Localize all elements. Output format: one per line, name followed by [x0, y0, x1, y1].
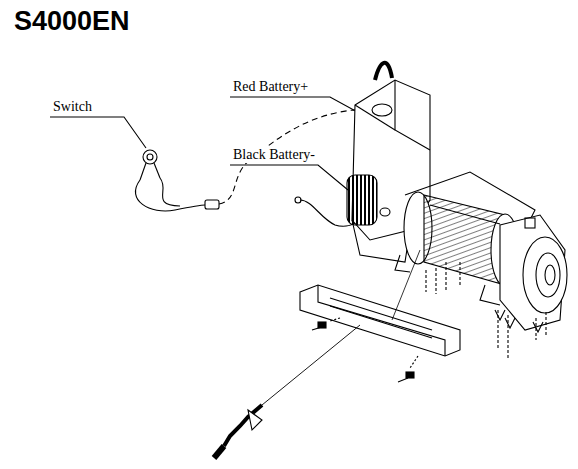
leader-lines — [50, 97, 372, 190]
diagram-title: S4000EN — [14, 6, 130, 37]
roller-fairlead — [300, 285, 460, 382]
cable-hook — [214, 250, 420, 458]
part-label: Switch — [52, 99, 93, 115]
gearbox — [500, 215, 567, 330]
part-label: Black Battery- — [232, 147, 316, 163]
switch-remote — [135, 110, 378, 211]
part-label: Red Battery+ — [232, 79, 309, 95]
